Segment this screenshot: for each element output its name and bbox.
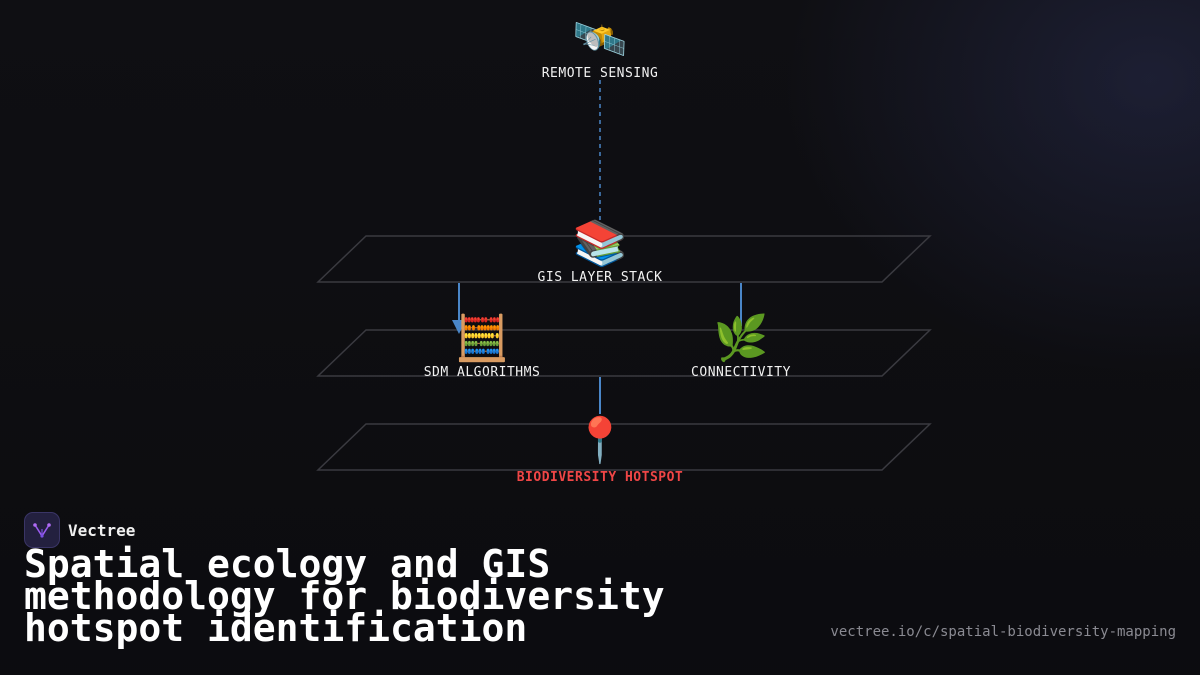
node-biodiversity-hotspot: 📍 BIODIVERSITY HOTSPOT xyxy=(517,412,684,485)
layer-plane-top xyxy=(316,235,932,283)
node-connectivity: 🌿 CONNECTIVITY xyxy=(691,313,791,380)
books-icon: 📚 xyxy=(572,218,628,269)
node-remote-sensing: 🛰️ REMOTE SENSING xyxy=(542,14,659,81)
satellite-icon: 🛰️ xyxy=(572,14,628,65)
pin-icon: 📍 xyxy=(572,415,628,466)
node-label: REMOTE SENSING xyxy=(541,66,659,81)
edge-gis-to-sdm-arrowhead xyxy=(452,320,466,334)
node-label: GIS LAYER STACK xyxy=(537,270,663,285)
abacus-icon: 🧮 xyxy=(454,313,510,364)
layer-plane-bottom xyxy=(316,423,932,471)
node-gis-layer-stack: 📚 GIS LAYER STACK xyxy=(538,218,663,285)
herb-icon: 🌿 xyxy=(713,313,769,364)
brand-name: Vectree xyxy=(68,520,136,540)
node-label: BIODIVERSITY HOTSPOT xyxy=(516,470,684,485)
node-label: SDM ALGORITHMS xyxy=(423,365,541,380)
vectree-logo-icon xyxy=(24,512,60,548)
layer-plane-middle xyxy=(316,329,932,377)
page-title: Spatial ecology and GIS methodology for … xyxy=(24,542,665,650)
vectree-logo-mark xyxy=(33,523,51,538)
node-sdm-algorithms: 🧮 SDM ALGORITHMS xyxy=(424,313,541,380)
node-label: CONNECTIVITY xyxy=(691,365,791,380)
page-url[interactable]: vectree.io/c/spatial-biodiversity-mappin… xyxy=(830,624,1176,640)
brand[interactable]: Vectree xyxy=(24,512,135,548)
